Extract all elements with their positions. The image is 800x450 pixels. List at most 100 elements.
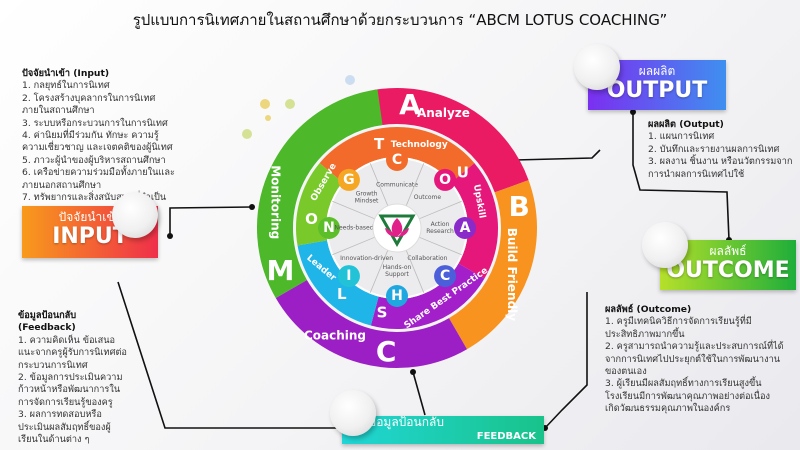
gear-divider bbox=[405, 163, 425, 206]
outer-label: Build Friendly bbox=[505, 228, 519, 322]
output-heading: ผลผลิต (Output) bbox=[648, 119, 724, 130]
gear-letter: C bbox=[440, 268, 450, 284]
outer-segment-analyze bbox=[372, 88, 529, 193]
gear-letter-badge bbox=[454, 217, 476, 239]
outcome-box-english: OUTCOME bbox=[666, 258, 790, 283]
page-title: รูปแบบการนิเทศภายในสถานศึกษาด้วยกระบวนกา… bbox=[132, 11, 668, 29]
outer-label: Analyze bbox=[417, 106, 470, 120]
feedback-item: 3. ผลการทดสอบหรือประเมินผลสัมฤทธิ์ของผู้… bbox=[18, 409, 111, 446]
gear-letter: A bbox=[460, 220, 471, 236]
input-item: 4. ค่านิยมที่มีร่วมกัน ทักษะ ความรู้ ควา… bbox=[22, 130, 173, 154]
gear-label: Innovation-driven bbox=[340, 255, 393, 262]
gear-label-line: Hands-on bbox=[383, 264, 412, 271]
gear-divider bbox=[332, 200, 375, 220]
gear-divider bbox=[419, 200, 462, 220]
input-item: 7. ทรัพยากรและสิ่งสนับสนุนที่จำเป็น bbox=[22, 192, 167, 204]
outer-letter: C bbox=[376, 335, 397, 368]
output-box-english: OUTPUT bbox=[606, 78, 708, 103]
middle-letter: L bbox=[337, 285, 347, 303]
feedback-box: ข้อมูลป้อนกลับ FEEDBACK bbox=[342, 415, 544, 444]
outer-segment-coaching bbox=[275, 279, 467, 368]
gear-letter-badge bbox=[386, 285, 408, 307]
gear-letter-badge bbox=[386, 149, 408, 171]
feedback-item: 1. ความคิดเห็น ข้อเสนอแนะจากครูผู้รับการ… bbox=[18, 334, 127, 371]
outcome-item: 2. ครูสามารถนำความรู้และประสบการณ์ที่ได้… bbox=[605, 341, 784, 378]
gear-divider bbox=[332, 236, 375, 256]
outcome-item: 3. ผู้เรียนมีผลสัมฤทธิ์ทางการเรียนสูงขึ้… bbox=[605, 378, 770, 415]
input-item: 1. กลยุทธ์ในการนิเทศ bbox=[22, 80, 110, 92]
outcome-heading: ผลลัพธ์ (Outcome) bbox=[605, 304, 692, 315]
lotus-icon bbox=[385, 218, 409, 237]
disc-icon bbox=[330, 390, 376, 436]
outer-segment-monitoring bbox=[257, 89, 383, 298]
gear-letter: I bbox=[346, 268, 351, 284]
feedback-box-english: FEEDBACK bbox=[476, 431, 536, 442]
feedback-box-thai: ข้อมูลป้อนกลับ bbox=[368, 415, 444, 429]
gear-label-line: Action bbox=[431, 221, 450, 228]
output-item: 2. บันทึกและรายงานผลการนิเทศ bbox=[648, 143, 780, 155]
outcome-description: ผลลัพธ์ (Outcome) 1. ครูมีเทคนิควิธีการจ… bbox=[605, 304, 785, 416]
gear-divider bbox=[369, 163, 389, 206]
gear-label-line: Support bbox=[385, 271, 409, 278]
gear-letter-badge bbox=[337, 168, 360, 191]
gear-label: Collaboration bbox=[407, 255, 447, 262]
middle-letter: T bbox=[374, 135, 385, 153]
output-item: 3. ผลงาน ชิ้นงาน หรือนวัตกรรมจากการนำผลก… bbox=[648, 156, 793, 180]
middle-segment-upskill bbox=[451, 163, 498, 279]
gear-label-line: Growth bbox=[356, 190, 378, 197]
output-connector bbox=[514, 149, 601, 161]
gear-letter: G bbox=[343, 172, 355, 188]
gear-letter-badge bbox=[434, 265, 457, 288]
input-description: ปัจจัยนำเข้า (Input) 1. กลยุทธ์ในการนิเท… bbox=[22, 68, 182, 204]
middle-segment-technology bbox=[319, 127, 475, 183]
middle-letter: S bbox=[377, 304, 388, 322]
outer-segment-build-friendly bbox=[448, 180, 537, 350]
middle-letter: O bbox=[305, 210, 318, 228]
middle-letter: U bbox=[457, 164, 469, 182]
input-item: 2. โครงสร้างบุคลากรในการนิเทศภายในสถานศึ… bbox=[22, 92, 156, 117]
middle-segment-observe bbox=[296, 163, 343, 246]
output-item: 1. แผนการนิเทศ bbox=[648, 131, 715, 143]
input-heading: ปัจจัยนำเข้า (Input) bbox=[22, 68, 110, 79]
gear-divider bbox=[369, 250, 389, 293]
feedback-description: ข้อมูลป้อนกลับ (Feedback) 1. ความคิดเห็น… bbox=[18, 310, 130, 446]
gear-label: Needs-based bbox=[334, 225, 373, 232]
output-box-thai: ผลผลิต bbox=[638, 64, 676, 78]
gear-label: Communicate bbox=[376, 182, 418, 189]
gear-letter-badge bbox=[318, 217, 340, 239]
input-item: 6. เครือข่ายความร่วมมือทั้งภายในและภายนอ… bbox=[22, 167, 175, 191]
disc-icon bbox=[112, 192, 158, 238]
gear-letter: O bbox=[439, 172, 451, 188]
gear-letter: C bbox=[392, 152, 402, 168]
input-item: 3. ระบบหรือกระบวนการในการนิเทศ bbox=[22, 117, 168, 129]
gear-label-line: Mindset bbox=[355, 197, 379, 204]
gear-letter: H bbox=[391, 288, 403, 304]
middle-label: Technology bbox=[391, 140, 448, 150]
outcome-feedback-connector bbox=[544, 292, 588, 429]
disc-icon bbox=[574, 44, 620, 90]
outer-letter: M bbox=[267, 254, 295, 287]
gear-divider bbox=[419, 236, 462, 256]
feedback-item: 2. ข้อมูลการประเมินความก้าวหน้าหรือพัฒนา… bbox=[18, 372, 123, 408]
wheel-feedback-connector bbox=[412, 371, 426, 416]
outcome-box-thai: ผลลัพธ์ bbox=[709, 244, 747, 258]
gear-label: Outcome bbox=[414, 194, 442, 201]
feedback-heading: ข้อมูลป้อนกลับ (Feedback) bbox=[18, 310, 77, 334]
middle-segment-share-best-practice bbox=[370, 263, 485, 329]
outer-label: Coaching bbox=[304, 328, 366, 342]
input-box-english: INPUT bbox=[52, 224, 128, 249]
feedback-input-connector bbox=[117, 281, 340, 429]
gear-letter: N bbox=[323, 220, 335, 236]
output-description: ผลผลิต (Output) 1. แผนการนิเทศ 2. บันทึก… bbox=[648, 119, 798, 181]
middle-segment-leader bbox=[297, 239, 380, 326]
gear-divider bbox=[405, 250, 425, 293]
input-box-thai: ปัจจัยนำเข้า bbox=[58, 210, 122, 224]
outcome-item: 1. ครูมีเทคนิควิธีการจัดการเรียนรู้ที่มี… bbox=[605, 316, 752, 340]
gear-letter-badge bbox=[337, 265, 360, 288]
gear-label-line: Research bbox=[426, 228, 454, 235]
gear-letter-badge bbox=[434, 168, 457, 191]
